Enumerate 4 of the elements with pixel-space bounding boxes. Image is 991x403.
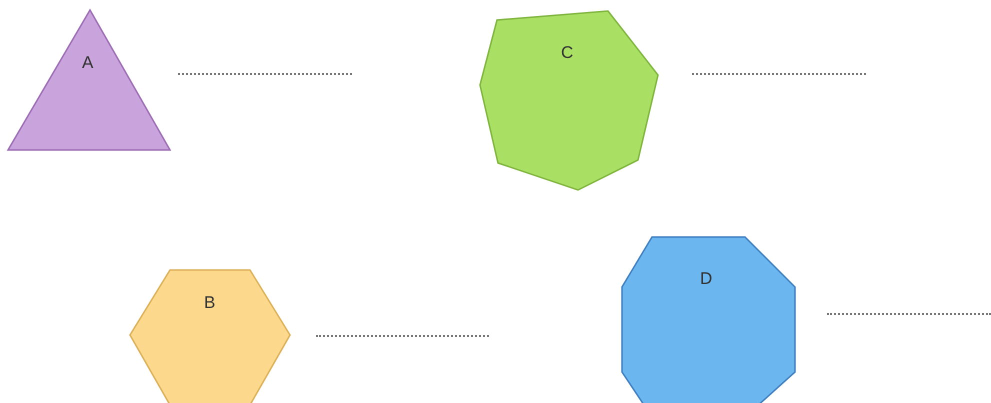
shape-letter: B [204,294,216,311]
shape-letter: C [561,44,574,61]
shape-letter: D [700,270,712,287]
shape-letter: A [82,54,94,71]
